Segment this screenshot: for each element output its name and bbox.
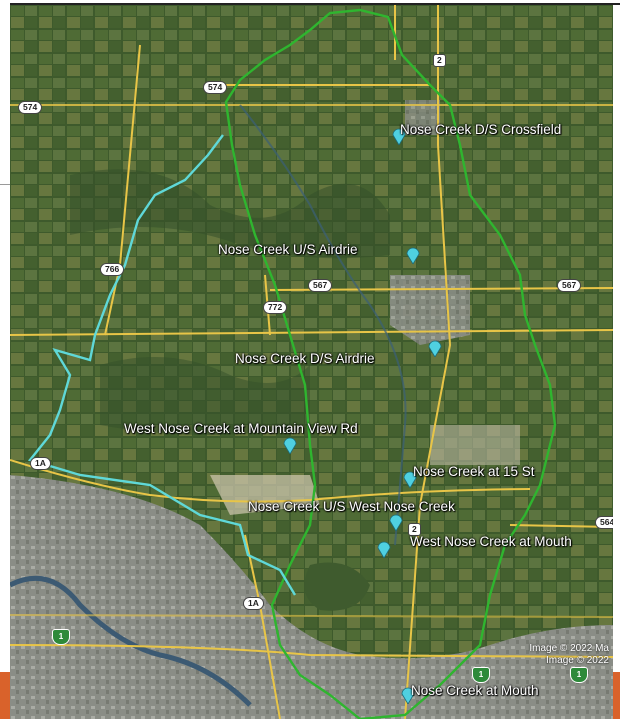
trans-canada-shield-1: 1 (570, 667, 588, 683)
trans-canada-shield-1: 1 (52, 629, 70, 645)
station-label-crossfield[interactable]: Nose Creek D/S Crossfield (400, 122, 562, 137)
station-label-us-airdrie[interactable]: Nose Creek U/S Airdrie (218, 242, 358, 257)
road-shield-564: 564 (595, 516, 613, 529)
nose-creek (239, 104, 407, 546)
station-marker-icon[interactable] (283, 436, 297, 454)
crossfield-urban-area (405, 100, 440, 135)
slide-divider-line (0, 184, 10, 185)
station-marker-icon[interactable] (392, 127, 406, 145)
station-label-ds-airdrie[interactable]: Nose Creek D/S Airdrie (235, 351, 375, 366)
dark-field-area (70, 169, 390, 259)
station-label-15st[interactable]: Nose Creek at 15 St (413, 464, 535, 479)
station-label-mouth[interactable]: Nose Creek at Mouth (411, 683, 539, 698)
nose-hill-park (304, 562, 370, 611)
station-marker-icon[interactable] (406, 246, 420, 264)
road-shield-772: 772 (263, 301, 288, 314)
dark-field-area (100, 357, 310, 435)
development-area (210, 475, 320, 515)
station-marker-icon[interactable] (389, 513, 403, 531)
nose-creek-watershed-boundary (224, 8, 557, 719)
road-shield-2: 2 (408, 523, 421, 536)
imagery-credit-line: Image © 2022 (546, 654, 609, 666)
top-rule (10, 3, 620, 5)
station-label-mountain-view[interactable]: West Nose Creek at Mountain View Rd (124, 421, 358, 436)
map-canvas (10, 5, 613, 719)
west-nose-creek-watershed-boundary (27, 134, 297, 596)
slide-accent-bar (613, 672, 620, 719)
station-label-us-west[interactable]: Nose Creek U/S West Nose Creek (248, 499, 455, 514)
slide-accent-bar (0, 672, 10, 719)
road-shield-567: 567 (557, 279, 582, 292)
road-shield-574: 574 (203, 81, 228, 94)
station-marker-icon[interactable] (401, 686, 415, 704)
road-shield-574: 574 (18, 101, 43, 114)
imagery-credit-line: Image © 2022 Ma (529, 643, 609, 654)
station-marker-icon[interactable] (377, 540, 391, 558)
development-area (430, 425, 520, 465)
bow-river (10, 575, 252, 707)
road-shield-1a: 1A (30, 457, 51, 470)
station-marker-icon[interactable] (428, 339, 442, 357)
road-shield-567: 567 (308, 279, 333, 292)
station-label-west-mouth[interactable]: West Nose Creek at Mouth (410, 534, 572, 549)
calgary-urban-area (10, 475, 613, 719)
trans-canada-shield-1: 1 (472, 667, 490, 683)
satellite-map[interactable]: 574 574 2 766 567 567 772 2 564 1A 1A 1 … (10, 5, 613, 719)
road-shield-2: 2 (433, 54, 446, 67)
road-shield-766: 766 (100, 263, 125, 276)
station-marker-icon[interactable] (403, 470, 417, 488)
road-shield-1a: 1A (243, 597, 264, 610)
imagery-credit: Image © 2022 Ma Image © 2022 (529, 643, 609, 666)
airdrie-urban-area (390, 275, 470, 345)
